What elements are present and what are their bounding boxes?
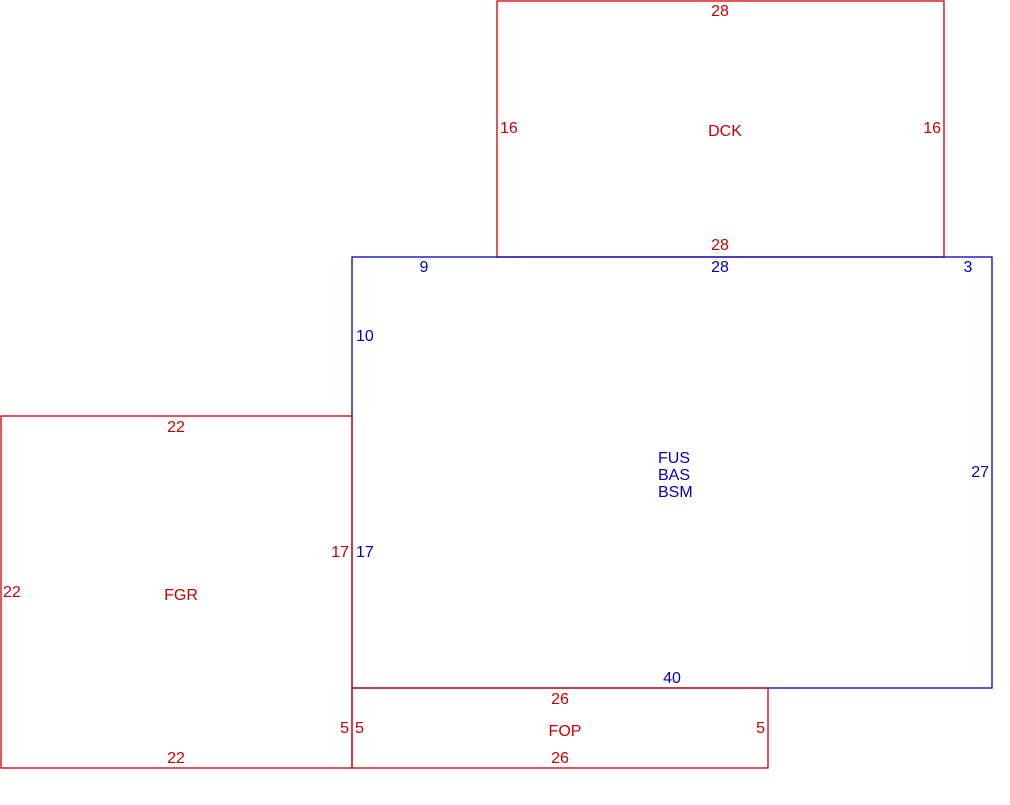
deck-dim-right: 16 [923,120,941,137]
garage-dim-top: 22 [167,419,185,436]
garage-area-code: FGR [164,587,198,604]
porch-area-code: FOP [549,723,582,740]
deck-dim-bottom: 28 [711,237,729,254]
garage-dim-right-lower: 5 [340,720,349,737]
main-dim-top-left: 9 [420,259,429,276]
porch-dim-right: 5 [756,720,765,737]
garage-outline [0,415,353,769]
porch-dim-bottom: 26 [551,750,569,767]
main-dim-left-lower: 17 [356,544,374,561]
deck-dim-top: 28 [711,3,729,20]
garage-dim-left: 22 [3,584,21,601]
porch-area: 26 26 5 5 FOP [351,687,769,769]
main-dim-right: 27 [971,464,989,481]
deck-area: 28 28 16 16 DCK [496,0,945,258]
main-dim-bottom: 40 [663,670,681,687]
porch-dim-left: 5 [355,720,364,737]
main-area-code-2: BAS [658,467,690,484]
main-dim-top-middle: 28 [711,259,729,276]
garage-dim-right-upper: 17 [331,544,349,561]
main-area: 9 28 3 10 17 27 40 FUS BAS BSM [351,256,993,689]
garage-dim-bottom: 22 [167,750,185,767]
main-dim-left-upper: 10 [356,328,374,345]
porch-outline [351,687,769,769]
porch-dim-top: 26 [551,691,569,708]
garage-area: 22 22 22 17 5 FGR [0,415,353,769]
main-area-code-3: BSM [658,484,693,501]
main-dim-top-right: 3 [964,259,973,276]
main-area-code-1: FUS [658,450,690,467]
deck-area-code: DCK [708,123,742,140]
deck-dim-left: 16 [500,120,518,137]
